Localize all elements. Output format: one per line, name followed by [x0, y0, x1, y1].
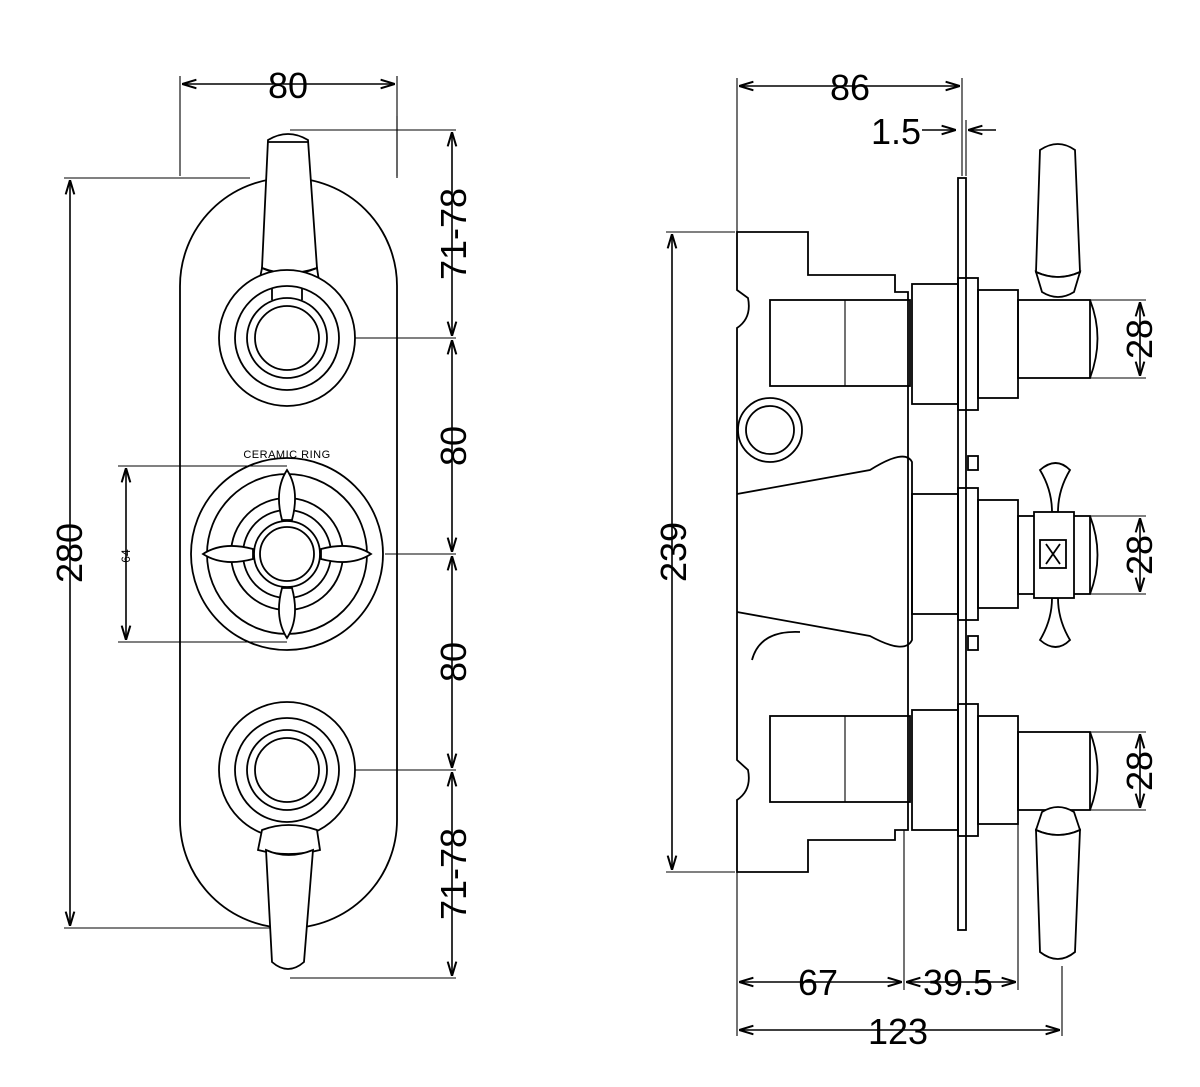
side-top-lever [1034, 143, 1082, 298]
side-dimensions: 86 1.5 239 28 28 28 [653, 67, 1160, 1052]
side-view: 86 1.5 239 28 28 28 [653, 67, 1160, 1052]
dim-stem-middle-label: 28 [1119, 535, 1160, 575]
upper-cartridge-block [769, 299, 911, 387]
dim-ring-diameter-label: 64 [119, 549, 133, 563]
valve-body [736, 231, 909, 873]
top-valve-control [218, 269, 356, 407]
front-dimensions: 80 280 71-78 80 80 71-78 64 [49, 65, 474, 979]
dim-plate-thickness-label: 1.5 [871, 111, 921, 152]
spacer-rings [911, 277, 1019, 837]
dim-total-depth-label: 123 [868, 1011, 928, 1052]
dim-bottom-spacing-label: 71-78 [433, 828, 474, 920]
dim-stem-bottom-label: 28 [1119, 751, 1160, 791]
dim-projection-label: 39.5 [923, 962, 993, 1003]
dim-body-depth-label: 67 [798, 962, 838, 1003]
wall-plate [957, 177, 967, 931]
side-bottom-lever [1034, 806, 1082, 960]
middle-crosshead-diverter [190, 457, 384, 651]
ceramic-ring-label: CERAMIC RING [243, 449, 330, 461]
diverter-cone [736, 455, 913, 648]
bottom-lever-handle [256, 824, 322, 970]
dim-depth-label: 86 [830, 67, 870, 108]
front-view: CERAMIC RING 80 280 [49, 65, 474, 979]
side-cross-handle [1033, 462, 1075, 648]
bottom-valve-control [218, 701, 356, 839]
dim-height-label: 280 [49, 523, 90, 583]
dim-width-label: 80 [268, 65, 308, 106]
lower-cartridge-block [769, 715, 911, 803]
dim-height-side-label: 239 [653, 522, 694, 582]
dim-spacing-lower-label: 80 [433, 642, 474, 682]
dim-spacing-upper-label: 80 [433, 426, 474, 466]
dim-top-spacing-label: 71-78 [433, 188, 474, 280]
top-lever-handle [256, 133, 322, 293]
inlet-fitting [737, 397, 803, 463]
dim-stem-top-label: 28 [1119, 319, 1160, 359]
